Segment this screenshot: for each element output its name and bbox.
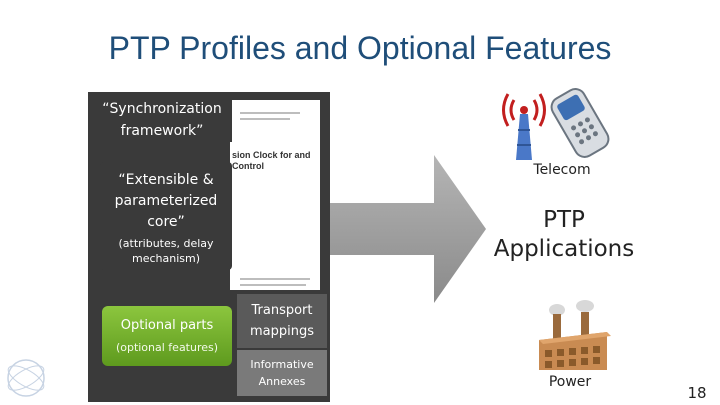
optional-parts-label: Optional parts [120,318,214,333]
power-plant-icon [539,300,611,370]
informative-annexes-label: Informative Annexes [250,358,314,388]
telecom-label: Telecom [533,162,591,178]
page-title: PTP Profiles and Optional Features [108,30,612,66]
antenna-tower-icon [502,93,546,160]
core-box [100,162,232,270]
document-heading-text: sion Clock for and Control [232,150,311,171]
mobile-phone-icon [550,88,610,158]
synchronization-framework-label: “Synchronization framework” [92,98,232,142]
transport-mappings-label: Transport mappings [249,303,314,339]
informative-annexes-box [237,350,327,396]
optional-parts-box [102,306,232,366]
page-number: 18 [687,384,707,402]
ptp-applications-label: PTP Applications [493,207,635,262]
core-sublabel: (attributes, delay mechanism) [118,237,214,265]
core-label: “Extensible & parameterized core” [114,172,218,230]
transport-mappings-box [237,294,327,348]
power-label: Power [548,374,592,390]
optional-parts-sublabel: (optional features) [115,341,219,354]
institution-logo [7,359,45,397]
standard-document-page [230,100,320,290]
arrow-right-icon [330,155,486,303]
